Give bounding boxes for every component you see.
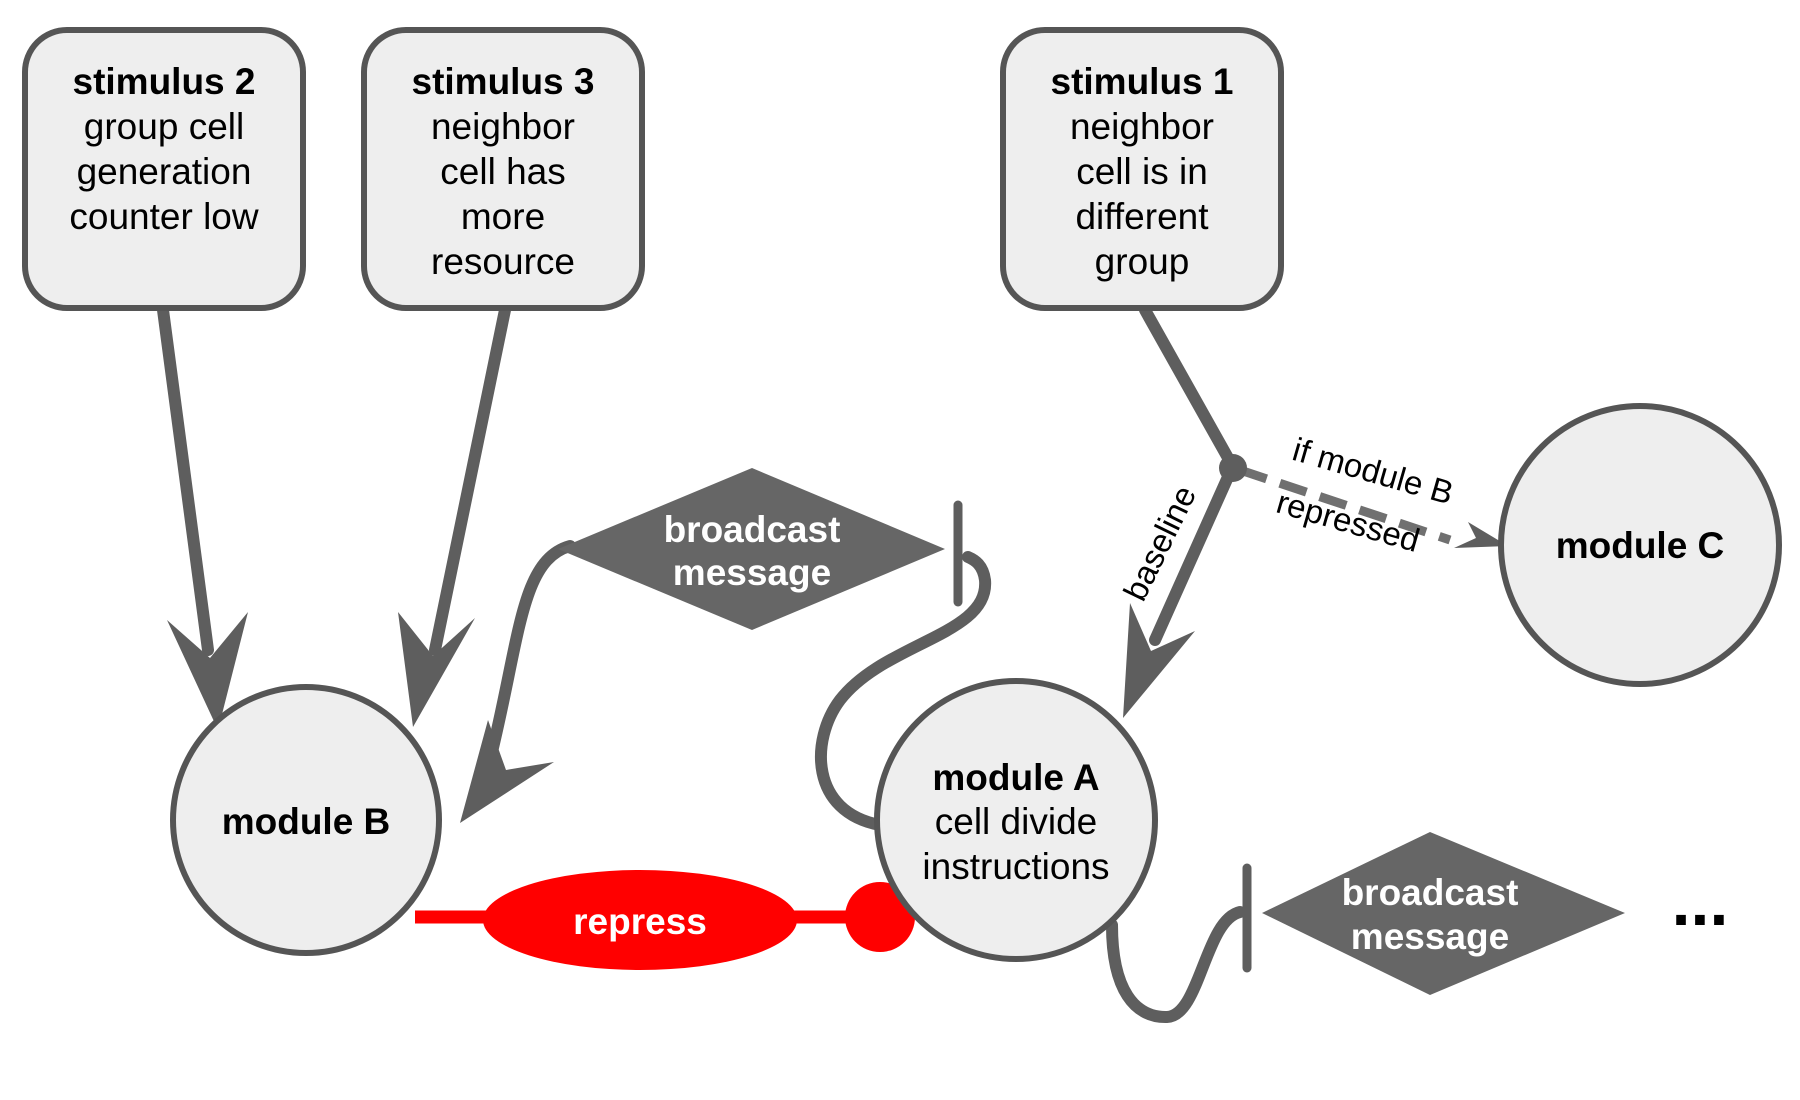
repress-blunt-end <box>845 882 915 952</box>
edge-moduleB-represses-moduleA: repress <box>415 870 915 970</box>
module-c-node: module C <box>1498 403 1782 687</box>
broadcast-line: message <box>1351 916 1509 957</box>
repress-ellipse <box>483 870 797 970</box>
repress-label: repress <box>573 901 707 942</box>
broadcast-line: broadcast <box>1342 872 1519 913</box>
stimulus-title: stimulus 1 <box>1051 61 1234 102</box>
edge-stimulus2-to-moduleB <box>157 304 248 730</box>
stimulus-title: stimulus 2 <box>73 61 256 102</box>
module-a-node: module A cell divide instructions <box>874 678 1158 962</box>
stimulus-line: more <box>461 196 545 237</box>
module-title: module B <box>222 801 391 842</box>
edge-stimulus1-to-junction <box>1139 304 1238 471</box>
stimulus-line: neighbor <box>431 106 575 147</box>
broadcast-message-diamond-1: broadcast message <box>558 468 945 630</box>
stimulus-line: neighbor <box>1070 106 1214 147</box>
edge-stimulus3-to-moduleB <box>398 304 511 727</box>
edge-moduleA-to-broadcast1 <box>815 500 992 831</box>
stimulus-line: generation <box>77 151 252 192</box>
stimulus-box-2: stimulus 2 group cell generation counter… <box>22 27 306 311</box>
continuation-ellipsis: ... <box>1672 864 1729 940</box>
edge-junction-to-moduleC <box>1238 465 1508 548</box>
broadcast-line: broadcast <box>664 509 841 550</box>
stimulus-line: group <box>1095 241 1190 282</box>
stimulus-box-3: stimulus 3 neighbor cell has more resour… <box>361 27 645 311</box>
edge-broadcast1-to-moduleB <box>460 540 576 823</box>
module-line: cell divide <box>935 801 1097 842</box>
stimulus-line: cell is in <box>1076 151 1208 192</box>
stimulus-line: different <box>1075 196 1209 237</box>
stimulus-line: cell has <box>440 151 565 192</box>
stimulus-box-1: stimulus 1 neighbor cell is in different… <box>1000 27 1284 311</box>
module-title: module A <box>932 757 1099 798</box>
stimulus-title: stimulus 3 <box>412 61 595 102</box>
stimulus-line: counter low <box>69 196 258 237</box>
module-line: instructions <box>922 846 1109 887</box>
edge-moduleA-to-broadcast2 <box>1106 863 1252 1024</box>
stimulus-line: resource <box>431 241 575 282</box>
edge-junction-to-moduleA <box>1123 462 1238 718</box>
baseline-label: baseline <box>1116 480 1203 607</box>
module-b-node: module B <box>170 684 442 956</box>
junction-dot <box>1219 454 1247 482</box>
broadcast-line: message <box>673 552 831 593</box>
stimulus-line: group cell <box>84 106 244 147</box>
module-title: module C <box>1556 525 1725 566</box>
broadcast-message-diamond-2: broadcast message <box>1262 832 1625 995</box>
